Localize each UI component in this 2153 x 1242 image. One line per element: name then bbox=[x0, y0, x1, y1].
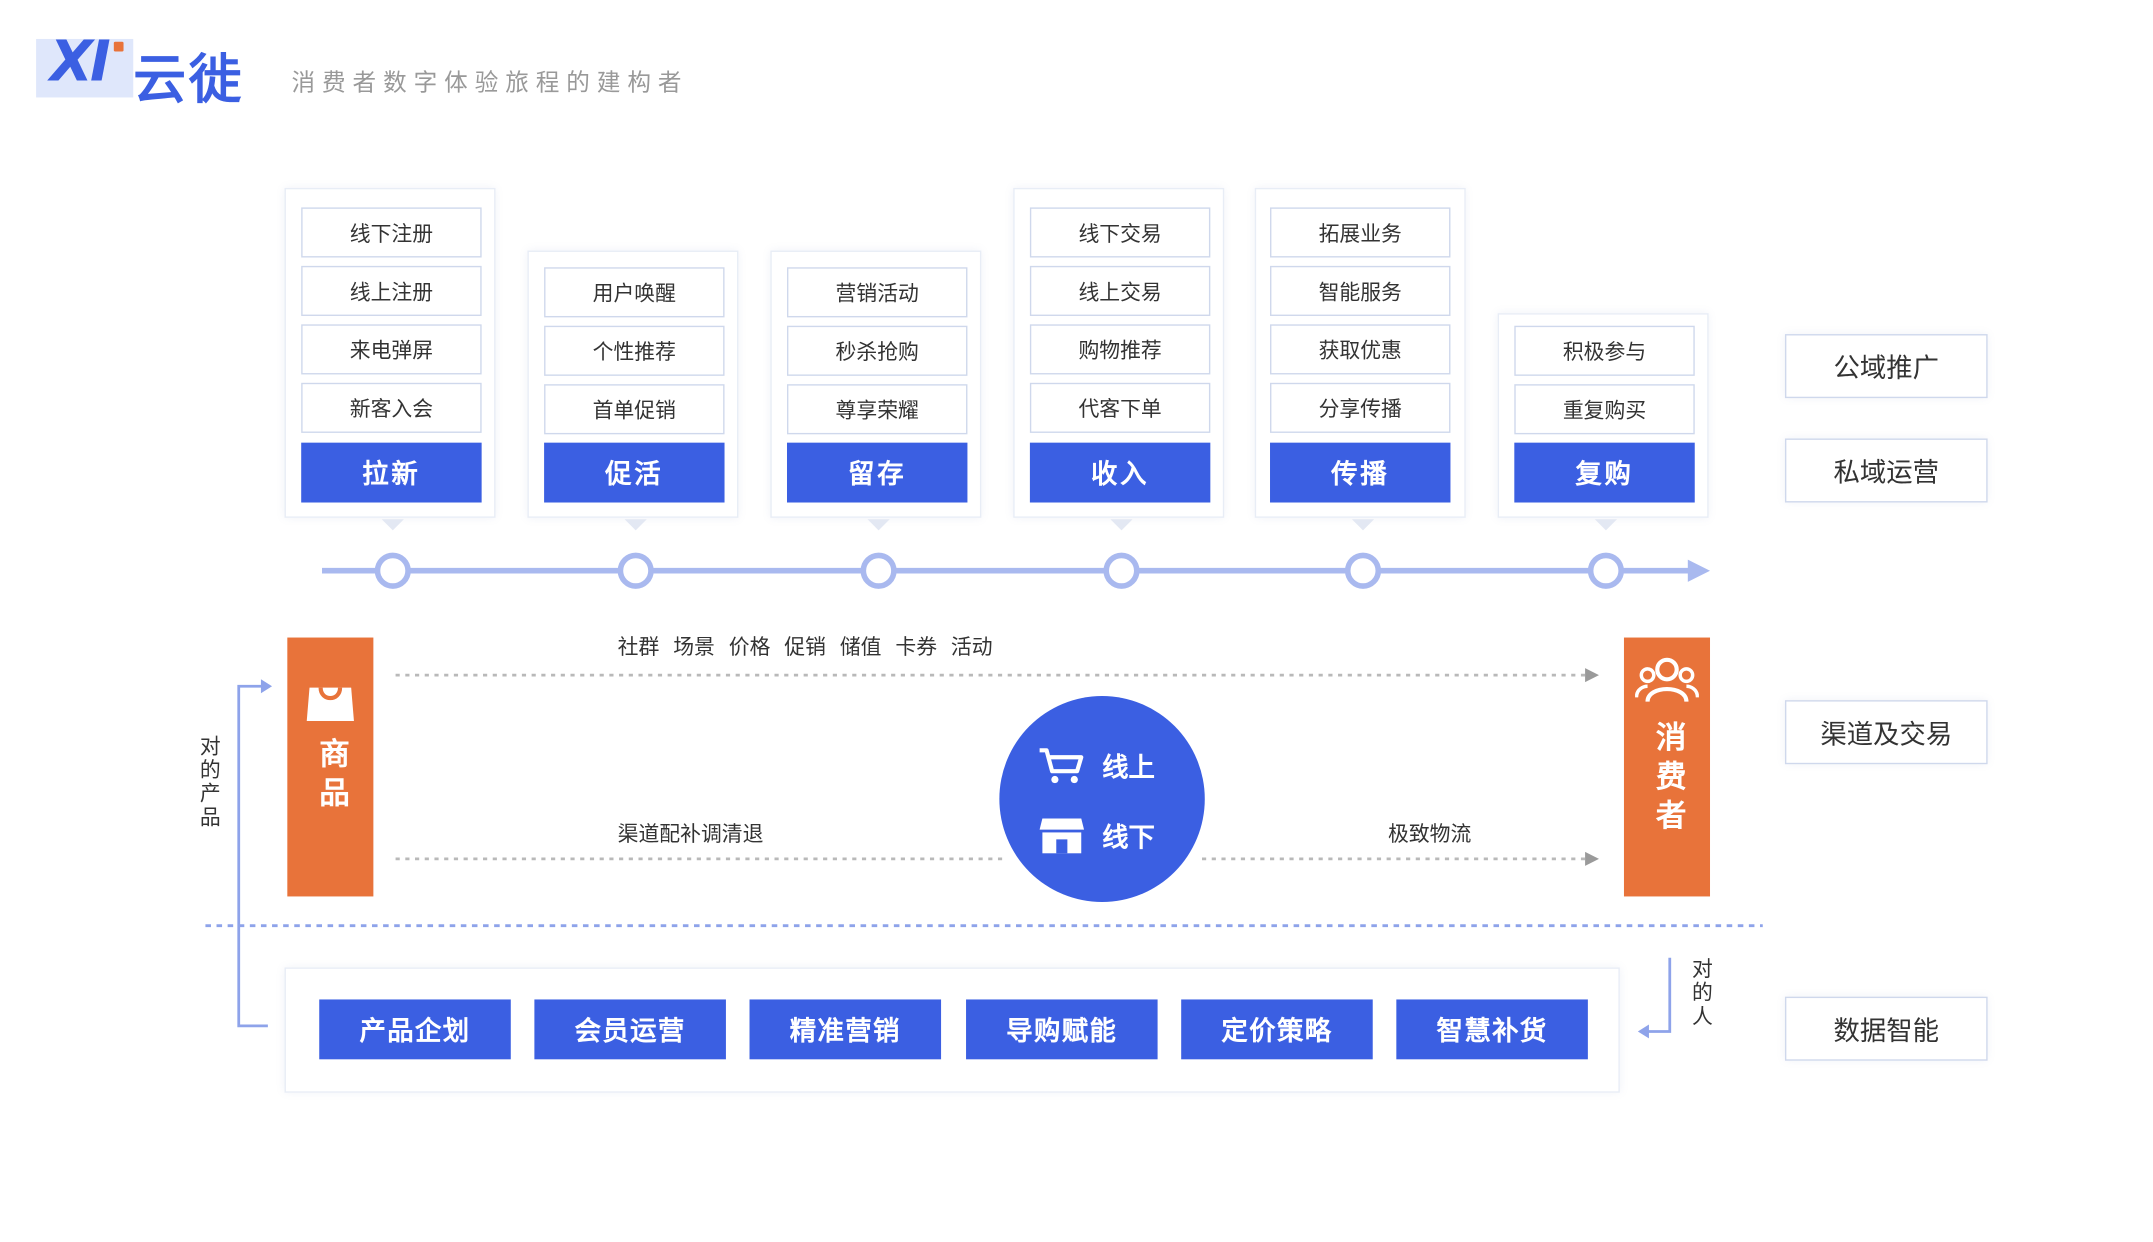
stage-item: 分享传播 bbox=[1270, 382, 1451, 433]
right-label-private: 私域运营 bbox=[1784, 438, 1988, 503]
store-icon bbox=[1039, 818, 1085, 854]
capability-precision-marketing: 精准营销 bbox=[749, 999, 942, 1060]
stage-item: 秒杀抢购 bbox=[786, 325, 968, 376]
channel-offline: 线下 bbox=[1038, 816, 1155, 855]
logo-dot bbox=[113, 41, 124, 52]
stage-item: 拓展业务 bbox=[1270, 207, 1451, 258]
stage-item: 新客入会 bbox=[301, 382, 482, 433]
caret-icon bbox=[867, 519, 890, 531]
shopping-bag-icon bbox=[306, 687, 354, 722]
stage-item: 积极参与 bbox=[1514, 325, 1695, 376]
stage-item: 获取优惠 bbox=[1270, 324, 1451, 375]
stage-item: 智能服务 bbox=[1270, 265, 1451, 316]
product-side-label: 对的产品 bbox=[197, 734, 223, 830]
flow-tag: 社群 bbox=[617, 634, 660, 660]
capability-product-planning: 产品企划 bbox=[319, 999, 511, 1060]
capability-pricing-strategy: 定价策略 bbox=[1181, 999, 1373, 1060]
stage-item: 线上注册 bbox=[301, 265, 482, 316]
product-label: 商品 bbox=[313, 737, 349, 816]
stage-item: 营销活动 bbox=[786, 267, 968, 318]
supply-left-label: 渠道配补调清退 bbox=[617, 821, 764, 847]
capability-guide-enablement: 导购赋能 bbox=[966, 999, 1158, 1060]
right-label-data: 数据智能 bbox=[1784, 996, 1988, 1061]
stage-item: 个性推荐 bbox=[544, 325, 725, 376]
stage-item: 代客下单 bbox=[1029, 382, 1211, 433]
consumer-label: 消费者 bbox=[1650, 721, 1686, 838]
stage-item: 尊享荣耀 bbox=[786, 384, 968, 435]
caret-icon bbox=[381, 519, 404, 531]
brand-name: 云徙 bbox=[133, 48, 245, 110]
brand-slogan: 消费者数字体验旅程的建构者 bbox=[291, 69, 689, 98]
stage-item: 购物推荐 bbox=[1029, 324, 1211, 375]
capability-smart-replenish: 智慧补货 bbox=[1396, 999, 1588, 1060]
supply-right-label: 极致物流 bbox=[1388, 821, 1472, 847]
stage-item: 首单促销 bbox=[544, 384, 725, 435]
stage-item: 来电弹屏 bbox=[301, 324, 482, 375]
stage-label-spread: 传播 bbox=[1270, 442, 1451, 503]
stage-item: 用户唤醒 bbox=[544, 267, 725, 318]
caret-icon bbox=[624, 519, 647, 531]
capability-member-ops: 会员运营 bbox=[534, 999, 726, 1060]
users-icon bbox=[1635, 657, 1699, 703]
flow-tag: 促销 bbox=[784, 634, 826, 660]
stage-item: 线下注册 bbox=[301, 207, 482, 258]
cart-icon bbox=[1039, 748, 1084, 784]
flow-tag: 价格 bbox=[728, 634, 771, 660]
flow-tag: 储值 bbox=[839, 634, 882, 660]
stage-label-activate: 促活 bbox=[544, 442, 725, 503]
channel-online-label: 线上 bbox=[1102, 752, 1155, 783]
flow-tag: 活动 bbox=[950, 634, 993, 660]
channel-circle: 线上 线下 bbox=[999, 696, 1205, 903]
timeline bbox=[322, 552, 1711, 589]
stage-item: 线下交易 bbox=[1029, 207, 1211, 258]
flow-tags: 社群场景价格促销储值卡券活动 bbox=[618, 632, 1007, 661]
consumer-bar: 消费者 bbox=[1623, 637, 1711, 897]
channel-offline-label: 线下 bbox=[1102, 821, 1155, 853]
right-label-public: 公域推广 bbox=[1784, 334, 1988, 399]
stage-label-repurchase: 复购 bbox=[1514, 442, 1695, 503]
product-bar: 商品 bbox=[287, 637, 374, 897]
flow-tag: 卡券 bbox=[895, 634, 938, 660]
flow-tag: 场景 bbox=[673, 634, 715, 660]
caret-icon bbox=[1351, 519, 1375, 531]
channel-online: 线上 bbox=[1038, 746, 1155, 785]
consumer-side-label: 对的人 bbox=[1689, 957, 1715, 1029]
side-brackets bbox=[237, 679, 1672, 1039]
flow-arrows bbox=[205, 668, 1763, 928]
caret-icon bbox=[1110, 519, 1133, 531]
stage-label-retain: 留存 bbox=[786, 442, 968, 503]
caret-icon bbox=[1594, 519, 1618, 531]
right-label-channel: 渠道及交易 bbox=[1784, 700, 1988, 765]
stage-item: 重复购买 bbox=[1514, 384, 1695, 435]
stage-label-revenue: 收入 bbox=[1029, 442, 1211, 503]
stage-item: 线上交易 bbox=[1029, 265, 1211, 316]
logo-letters: XI bbox=[49, 30, 111, 95]
stage-label-acquire: 拉新 bbox=[301, 442, 482, 503]
